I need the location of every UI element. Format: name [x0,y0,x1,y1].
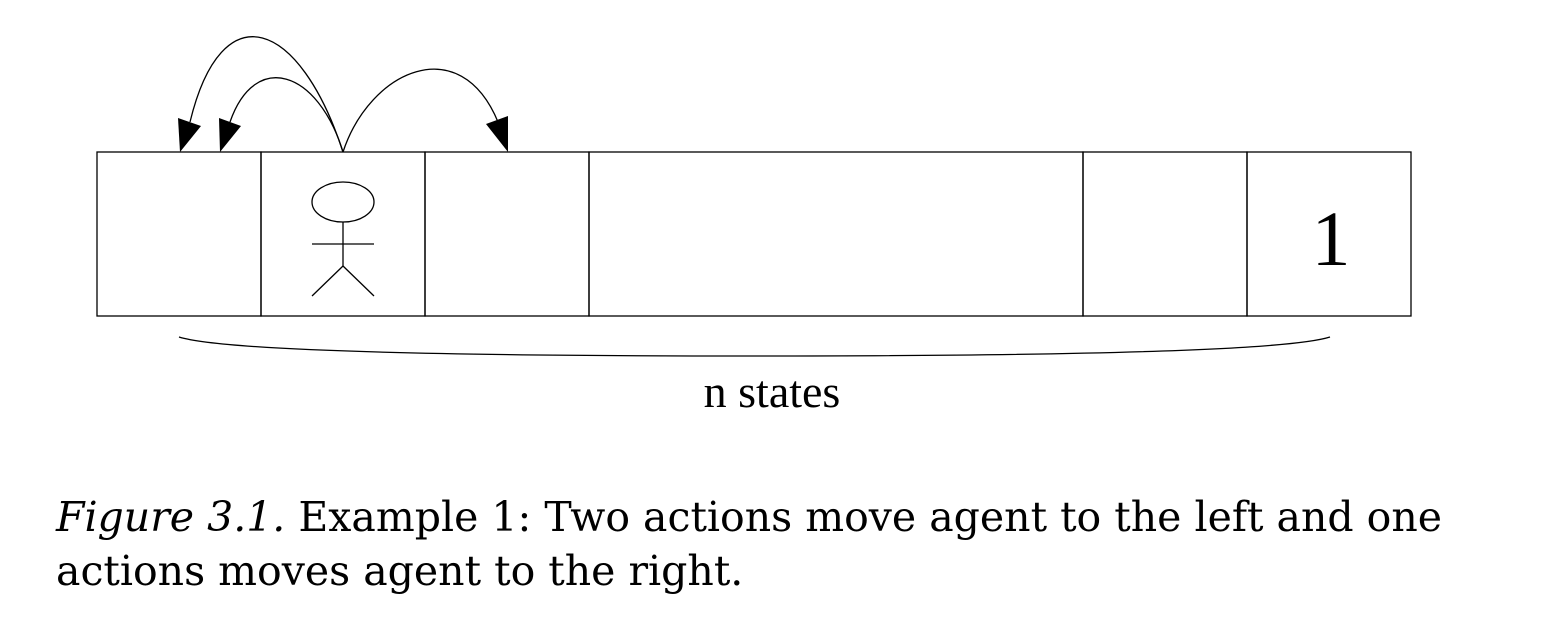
state-cell-3 [424,151,590,317]
action-arrow-left-near [219,77,344,153]
reward-value-label: 1 [1312,195,1351,282]
figure-label: Figure 3.1. [56,493,286,541]
state-cell-goal [1246,151,1412,317]
state-cell-1 [96,151,262,317]
state-cell-5 [1082,151,1248,317]
states-brace [178,336,1331,357]
state-cell-middle [588,151,1084,317]
action-arrow-left-far [178,36,344,153]
states-count-label: n states [704,366,841,417]
agent-stick-figure-icon [311,181,375,297]
caption-text: Example 1: Two actions move agent to the… [56,493,1442,595]
figure-caption: Figure 3.1. Example 1: Two actions move … [56,490,1536,598]
state-chain-diagram: 1 n states [96,36,1412,417]
action-arrow-right [342,68,508,153]
